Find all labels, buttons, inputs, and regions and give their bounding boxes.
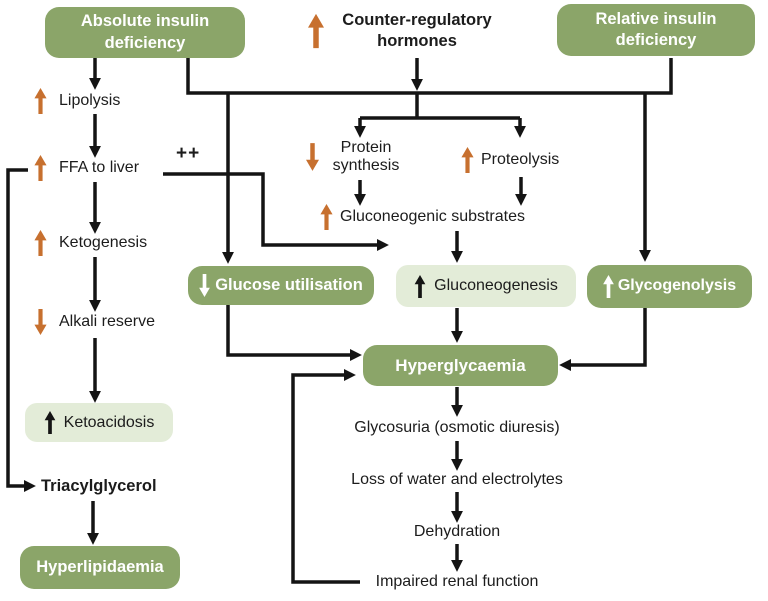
connector-glucose-utilisation-to-hyperglycaemia (226, 305, 362, 361)
ketogenesis-node: Ketogenesis (34, 230, 147, 256)
glycogenolysis-box: Glycogenolysis (587, 265, 752, 308)
ketoacidosis-box: Ketoacidosis (25, 403, 173, 442)
proteolysis-node: Proteolysis (461, 147, 559, 173)
counter-regulatory-hormones-label: Counter-regulatory hormones (342, 11, 492, 50)
increase-arrow-icon (34, 230, 47, 256)
ffa-to-liver-label: FFA to liver (59, 159, 140, 176)
increase-arrow-icon (602, 275, 614, 298)
connector-trunk (186, 58, 673, 95)
lipolysis-node: Lipolysis (34, 88, 120, 114)
connector-impaired-loop-to-hyperglycaemia (291, 369, 360, 584)
impaired-renal-function-label: Impaired renal function (375, 573, 539, 590)
connector-ffa-plusplus (163, 172, 389, 251)
counter-regulatory-hormones-node: Counter-regulatory hormones (308, 10, 501, 51)
glycosuria-label: Glycosuria (osmotic diuresis) (354, 419, 560, 436)
proteolysis-label: Proteolysis (481, 151, 560, 168)
gluconeogenic-substrates-node: Gluconeogenic substrates (320, 204, 525, 230)
protein-synthesis-label: Protein synthesis (332, 139, 400, 174)
increase-arrow-icon (34, 88, 47, 114)
ketoacidosis-label: Ketoacidosis (63, 413, 155, 431)
loss-of-water-label: Loss of water and electrolytes (351, 471, 563, 488)
increase-arrow-icon (308, 13, 324, 48)
glucose-utilisation-label: Glucose utilisation (215, 275, 363, 294)
protein-synthesis-node: Protein synthesis (306, 139, 407, 174)
decrease-arrow-icon (306, 142, 319, 171)
gluconeogenesis-label: Gluconeogenesis (434, 277, 558, 294)
relative-insulin-deficiency-box: Relative insulin deficiency (557, 4, 755, 56)
decrease-arrow-icon (199, 274, 211, 297)
gluconeogenesis-box: Gluconeogenesis (396, 265, 576, 307)
increase-arrow-icon (44, 411, 56, 434)
hyperglycaemia-label: Hyperglycaemia (395, 355, 526, 375)
increase-arrow-icon (320, 204, 333, 230)
alkali-reserve-node: Alkali reserve (34, 309, 155, 335)
increase-arrow-icon (461, 147, 474, 173)
connector-glycogenolysis-to-hyperglycaemia (559, 308, 647, 371)
plus-plus-label: ++ (176, 143, 201, 164)
absolute-insulin-deficiency-label: Absolute insulin deficiency (80, 12, 210, 52)
increase-arrow-icon (34, 155, 47, 181)
relative-insulin-deficiency-label: Relative insulin deficiency (595, 9, 717, 49)
hyperlipidaemia-box: Hyperlipidaemia (20, 546, 180, 589)
hyperglycaemia-box: Hyperglycaemia (363, 345, 558, 386)
alkali-reserve-label: Alkali reserve (59, 313, 156, 330)
dehydration-label: Dehydration (413, 523, 501, 540)
gluconeogenic-substrates-label: Gluconeogenic substrates (340, 208, 525, 225)
decrease-arrow-icon (34, 309, 47, 335)
lipolysis-label: Lipolysis (59, 92, 121, 109)
ffa-to-liver-node: FFA to liver (34, 155, 139, 181)
triacylglycerol-label: Triacylglycerol (41, 477, 157, 495)
increase-arrow-icon (414, 274, 426, 298)
glycogenolysis-label: Glycogenolysis (617, 277, 737, 295)
hyperlipidaemia-label: Hyperlipidaemia (36, 557, 164, 576)
connector-ffa-loop-to-triacylglycerol (6, 168, 36, 492)
glucose-utilisation-box: Glucose utilisation (188, 266, 374, 305)
ketogenesis-label: Ketogenesis (59, 234, 148, 251)
absolute-insulin-deficiency-box: Absolute insulin deficiency (45, 7, 245, 58)
